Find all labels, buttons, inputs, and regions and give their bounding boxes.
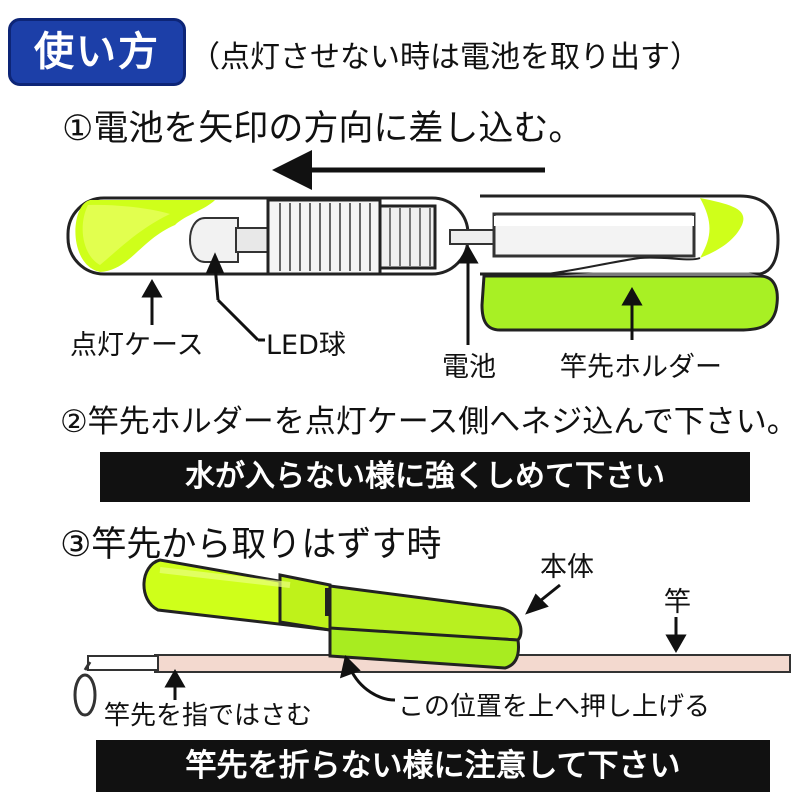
thread-screw <box>266 198 437 276</box>
tighten-warning-banner: 水が入らない様に強くしめて下さい <box>100 452 750 502</box>
step2-text: ②竿先ホルダーを点灯ケース側へネジ込んで下さい。 <box>60 404 798 440</box>
label-light-case: 点灯ケース <box>70 330 204 361</box>
label-pinch-rod-tip: 竿先を指ではさむ <box>104 701 313 731</box>
step1-pointers <box>141 244 643 345</box>
insert-direction-arrow <box>272 150 545 190</box>
step3-text: ③竿先から取りはずす時 <box>60 525 442 565</box>
led-bulb <box>189 217 271 263</box>
label-rod: 竿 <box>664 587 691 618</box>
step3-pointers <box>164 583 687 702</box>
label-push-up-here: この位置を上へ押し上げる <box>398 692 711 722</box>
label-led-bulb: LED球 <box>266 330 346 361</box>
step1-text: ①電池を矢印の方向に差し込む。 <box>62 109 584 149</box>
rod-care-warning-banner: 竿先を折らない様に注意して下さい <box>96 740 770 792</box>
label-rod-tip-holder: 竿先ホルダー <box>560 352 722 383</box>
usage-subtitle: （点灯させない時は電池を取り出す） <box>190 40 700 75</box>
battery <box>449 212 696 258</box>
usage-badge: 使い方 <box>8 18 186 86</box>
label-light-body: 本体 <box>540 552 594 583</box>
label-battery: 電池 <box>442 352 496 383</box>
light-body <box>142 558 523 670</box>
